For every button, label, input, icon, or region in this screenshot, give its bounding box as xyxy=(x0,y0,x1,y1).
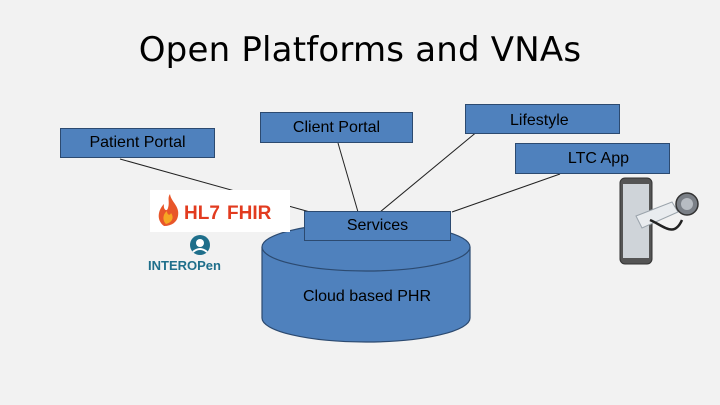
interopen-logo: INTEROPen xyxy=(146,234,254,274)
ltc-app-box: LTC App xyxy=(515,143,670,174)
patient-portal-label: Patient Portal xyxy=(89,134,186,151)
connector-client-services xyxy=(337,142,359,213)
services-label: Services xyxy=(346,217,409,234)
hl7-fhir-logo: HL7 FHIR xyxy=(150,190,290,232)
lifestyle-box: Lifestyle xyxy=(465,104,620,134)
client-portal-label: Client Portal xyxy=(292,118,381,136)
ltc-app-label: LTC App xyxy=(567,149,629,167)
page-title: Open Platforms and VNAs xyxy=(138,30,582,70)
client-portal-box: Client Portal xyxy=(260,112,413,143)
svg-text:HL7: HL7 xyxy=(184,203,220,224)
lifestyle-label: Lifestyle xyxy=(510,112,569,129)
patient-portal-box: Patient Portal xyxy=(60,128,215,158)
connector-ltc-services xyxy=(451,173,561,213)
database-label: Cloud based PHR xyxy=(302,288,432,305)
connector-lifestyle-services xyxy=(379,120,491,213)
phone-stethoscope-icon xyxy=(612,176,702,266)
services-box: Services xyxy=(304,211,451,241)
svg-text:FHIR: FHIR xyxy=(227,203,272,224)
svg-text:INTEROPen: INTEROPen xyxy=(148,258,221,273)
